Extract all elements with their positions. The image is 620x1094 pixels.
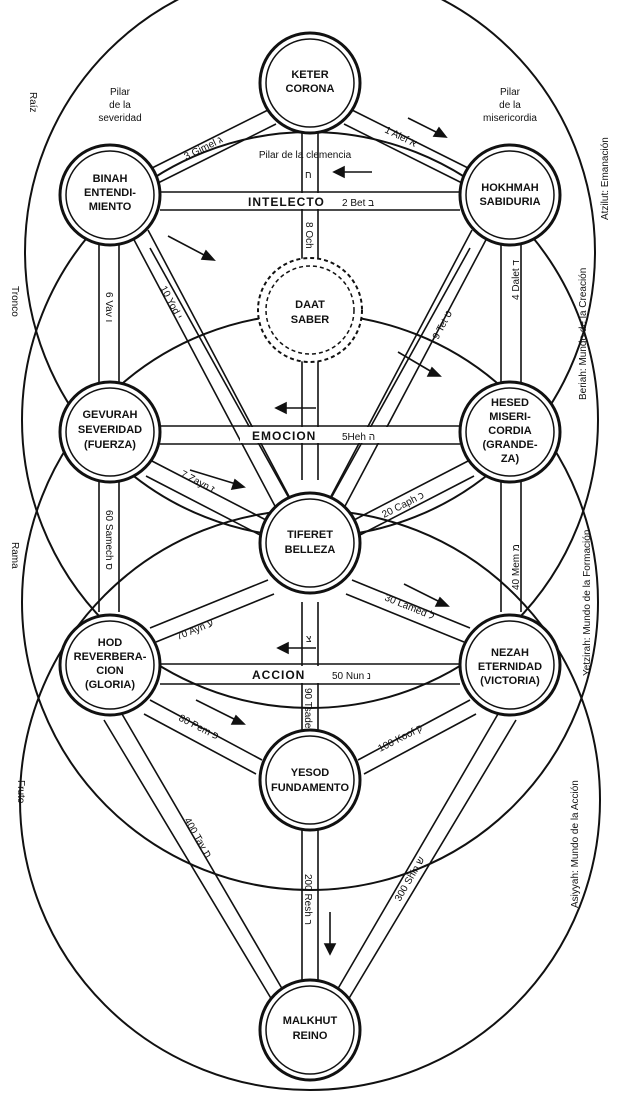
hesed-label-3: CORDIA xyxy=(488,425,531,437)
gevurah-label-2: SEVERIDAD xyxy=(78,424,142,436)
malkhut-label-2: REINO xyxy=(293,1030,328,1042)
sefira-hesed xyxy=(458,380,562,484)
path-label-hebrew-top: ח xyxy=(305,170,312,181)
hesed-label-2: MISERI- xyxy=(489,411,531,423)
path-label-vav: 6 Vav ו xyxy=(103,292,114,322)
sefira-yesod xyxy=(258,728,362,832)
pillar-left-line2: de la xyxy=(109,100,131,111)
sefirot-labels: KETER CORONA BINAH ENTENDI- MIENTO HOKHM… xyxy=(74,69,543,1042)
bar-path-bet: 2 Bet ב xyxy=(342,198,374,209)
bar-label-emocion: EMOCION xyxy=(252,429,316,443)
nezah-label-1: NEZAH xyxy=(491,647,529,659)
hokhmah-label-2: SABIDURIA xyxy=(479,196,540,208)
pillar-middle: Pilar de la clemencia xyxy=(259,150,352,161)
sefira-tiferet xyxy=(258,491,362,595)
hod-label-1: HOD xyxy=(98,637,123,649)
pillar-left-line3: severidad xyxy=(98,113,141,124)
path-label-tet: 9 Tet ט xyxy=(431,309,455,341)
sefira-nezah xyxy=(458,613,562,717)
side-label-rama: Rama xyxy=(9,542,20,569)
yesod-label-1: YESOD xyxy=(291,767,330,779)
bar-label-intelecto: INTELECTO xyxy=(248,195,325,209)
path-label-samech: 60 Samech ס xyxy=(103,510,114,570)
path-label-gimel: 3 Gimel ג xyxy=(182,135,224,163)
path-label-koof: 100 Koof ק xyxy=(376,723,424,755)
nezah-label-2: ETERNIDAD xyxy=(478,661,542,673)
side-label-yetzirah: Yetzirah: Mundo de la Formación xyxy=(582,530,593,676)
bar-labels: INTELECTO 2 Bet ב EMOCION 5Heh ה ACCION … xyxy=(236,193,396,683)
yesod-label-2: FUNDAMENTO xyxy=(271,782,349,794)
path-label-resh: 200 Resh ר xyxy=(302,874,313,925)
sefira-hokhmah xyxy=(458,143,562,247)
keter-label-2: CORONA xyxy=(286,83,335,95)
keter-label-1: KETER xyxy=(291,69,328,81)
flow-arrows xyxy=(167,117,450,956)
side-label-atzilut: Atzilut: Emanación xyxy=(600,137,611,220)
side-labels: Raíz Tronco Rama Fruto Atzilut: Emanació… xyxy=(9,92,611,908)
sefira-malkhut xyxy=(258,978,362,1082)
binah-label-2: ENTENDI- xyxy=(84,187,136,199)
daat-label-1: DAAT xyxy=(295,299,325,311)
side-label-asiyyah: Asiyyah: Mundo de la Acción xyxy=(570,780,581,908)
bar-path-heh: 5Heh ה xyxy=(342,432,375,443)
hesed-label-5: ZA) xyxy=(501,453,520,465)
sefira-hod xyxy=(58,613,162,717)
sefira-gevurah xyxy=(58,380,162,484)
gevurah-label-3: (FUERZA) xyxy=(84,439,136,451)
daat-label-2: SABER xyxy=(291,314,330,326)
pillar-right-line3: misericordia xyxy=(483,113,537,124)
side-label-tronco: Tronco xyxy=(9,286,20,317)
hod-label-4: (GLORIA) xyxy=(85,679,135,691)
bar-path-nun: 50 Nun נ xyxy=(332,671,371,682)
path-label-pem: 80 Pem פ xyxy=(177,713,221,742)
nezah-label-3: (VICTORIA) xyxy=(480,675,540,687)
path-label-ayn: 70 Ayn ע xyxy=(175,618,215,643)
path-label-tav: 400 Tav ת xyxy=(181,816,213,860)
path-label-hebrew-mid: צ xyxy=(306,634,312,645)
gevurah-label-1: GEVURAH xyxy=(82,409,137,421)
hod-label-2: REVERBERA- xyxy=(74,651,147,663)
pillar-left-line1: Pilar xyxy=(110,87,131,98)
hesed-label-4: (GRANDE- xyxy=(483,439,538,451)
side-label-fruto: Fruto xyxy=(15,780,26,804)
side-label-raiz: Raíz xyxy=(27,92,38,113)
bar-label-accion: ACCION xyxy=(252,668,305,682)
sefira-daat xyxy=(257,257,363,363)
pillar-labels: Pilar de la severidad Pilar de la miseri… xyxy=(98,87,537,161)
binah-label-3: MIENTO xyxy=(89,201,132,213)
hesed-label-1: HESED xyxy=(491,397,529,409)
tiferet-label-2: BELLEZA xyxy=(285,544,336,556)
pillar-right-line2: de la xyxy=(499,100,521,111)
path-label-dalet: 4 Dalet ד xyxy=(511,260,522,300)
hod-label-3: CION xyxy=(96,665,124,677)
path-label-mem: 40 Mem מ xyxy=(511,544,522,590)
path-label-tsade: 90 Tsade xyxy=(302,688,313,729)
sefira-keter xyxy=(258,31,362,135)
path-label-och: 8 Och xyxy=(303,222,314,249)
hokhmah-label-1: HOKHMAH xyxy=(481,182,538,194)
tiferet-label-1: TIFERET xyxy=(287,529,333,541)
pillar-right-line1: Pilar xyxy=(500,87,521,98)
malkhut-label-1: MALKHUT xyxy=(283,1015,338,1027)
sefirot-circles xyxy=(58,31,562,1082)
sefira-binah xyxy=(58,143,162,247)
binah-label-1: BINAH xyxy=(93,173,128,185)
side-label-beriah: Beriah: Mundo de la Creación xyxy=(578,268,589,400)
